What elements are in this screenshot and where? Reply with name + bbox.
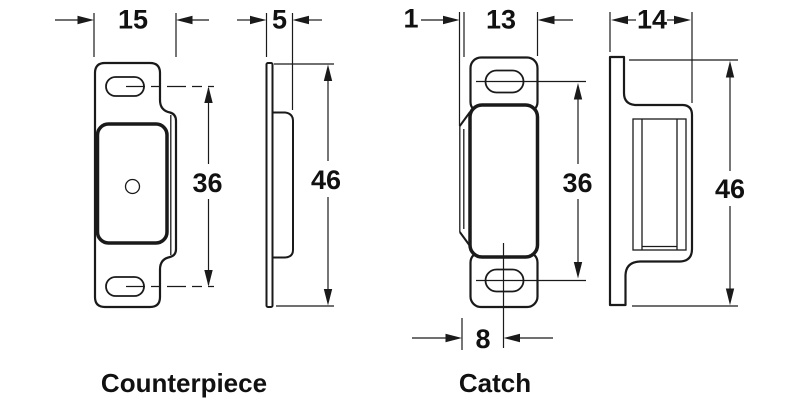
arrowhead-left — [176, 15, 193, 25]
dim-catch-slot-center-offset: 8 — [412, 318, 553, 354]
cp-front-center-hole — [124, 178, 141, 195]
arrowhead-down — [323, 289, 333, 306]
dim-value-catch-slot-offset: 8 — [475, 324, 490, 354]
arrowhead-right — [443, 15, 460, 25]
catch-front-housing-face — [468, 103, 540, 259]
dim-value-catch-front-offset: 1 — [403, 4, 418, 34]
dim-catch-offset-and-width: 1 13 — [403, 4, 573, 126]
cp-side-housing-block — [271, 111, 294, 259]
arrowhead-right — [250, 15, 267, 25]
dim-value-catch-depth: 14 — [637, 5, 667, 35]
dim-cp-width: 15 — [55, 5, 209, 57]
arrowhead-up — [725, 60, 735, 78]
arrowhead-left — [537, 15, 555, 25]
catch-label: Catch — [459, 368, 531, 398]
dim-cp-depth: 5 — [237, 5, 322, 110]
arrowhead-left — [503, 333, 520, 343]
arrowhead-right — [77, 15, 94, 25]
catch-front-view — [458, 56, 586, 348]
counterpiece-side-view — [265, 62, 294, 308]
catch-side-housing-inner-wall — [632, 118, 687, 251]
dim-cp-slot-spacing: 36 — [192, 86, 223, 287]
dim-value-catch-height: 46 — [715, 174, 745, 204]
dim-catch-depth: 14 — [609, 5, 693, 103]
dim-value-catch-slot-spacing: 36 — [562, 168, 592, 198]
counterpiece-front-view — [93, 61, 214, 309]
counterpiece-drawing: 36 15 5 — [55, 5, 341, 398]
arrowhead-up — [573, 83, 583, 100]
arrowhead-down — [725, 288, 735, 306]
arrowhead-right — [445, 333, 462, 343]
dim-value-cp-slot-spacing: 36 — [192, 168, 222, 198]
arrowhead-right — [674, 15, 691, 25]
dim-catch-slot-spacing: 36 — [562, 83, 593, 279]
arrowhead-left — [292, 15, 309, 25]
arrowhead-down — [204, 270, 213, 287]
catch-side-view — [608, 55, 694, 307]
dim-catch-height: 46 — [629, 59, 745, 307]
arrowhead-up — [204, 86, 213, 103]
dim-cp-height: 46 — [274, 63, 341, 307]
catch-drawing: 36 1 13 8 — [403, 4, 745, 399]
arrowhead-left — [611, 15, 628, 25]
catch-front-wall-chamfer-top — [458, 111, 471, 127]
arrowhead-down — [573, 262, 583, 279]
dim-value-cp-width: 15 — [118, 5, 148, 35]
cp-front-housing-face — [95, 122, 169, 245]
dim-value-catch-width: 13 — [486, 5, 516, 35]
counterpiece-label: Counterpiece — [101, 368, 267, 398]
catch-side-profile — [608, 55, 694, 307]
dim-value-cp-height: 46 — [311, 165, 341, 195]
dim-value-cp-depth: 5 — [272, 5, 287, 35]
arrowhead-up — [323, 64, 333, 81]
